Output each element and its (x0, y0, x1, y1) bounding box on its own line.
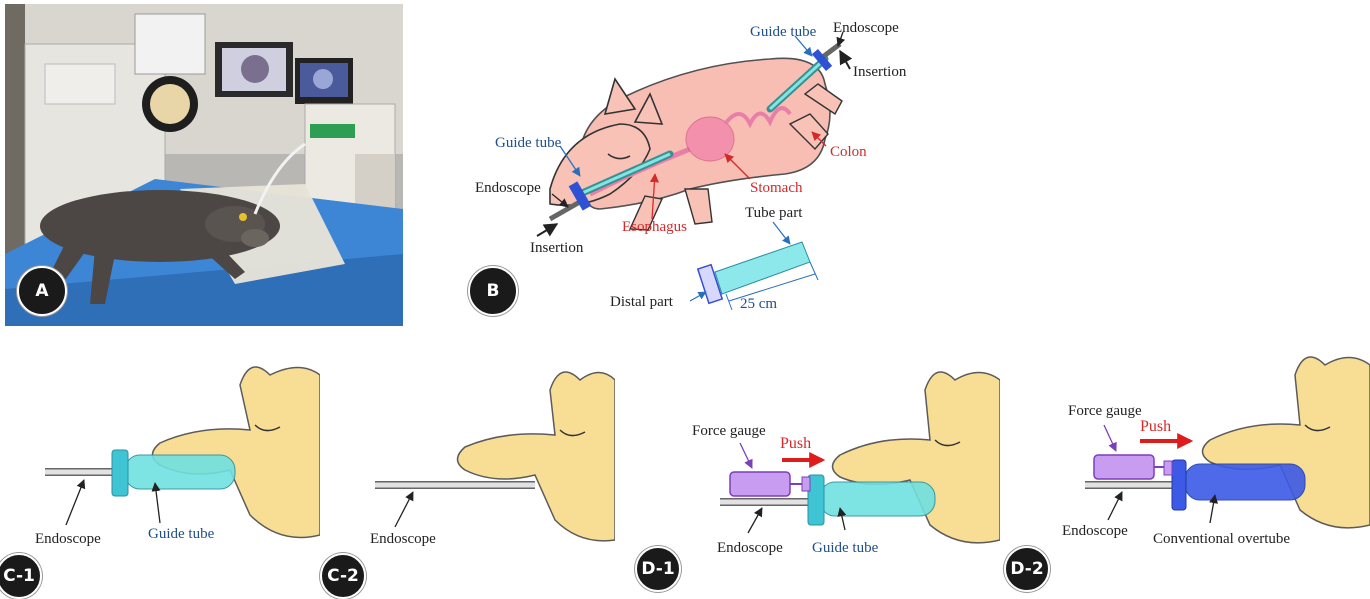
c1-label-guide-tube: Guide tube (148, 526, 215, 542)
label-endoscope-left: Endoscope (475, 180, 541, 196)
panel-a-photo (5, 4, 403, 326)
c1-label-endoscope: Endoscope (35, 531, 101, 547)
d1-label-endoscope: Endoscope (717, 540, 783, 556)
panel-c1: Endoscope Guide tube (0, 355, 320, 593)
label-guide-tube-top: Guide tube (750, 24, 817, 40)
label-stomach: Stomach (750, 180, 803, 196)
panel-d2-badge: D-2 (1004, 546, 1050, 592)
panel-c2: Endoscope (325, 355, 615, 593)
pig-gi-tract-illustration: Guide tube Endoscope Insertion Colon Sto… (440, 4, 960, 326)
d2-label-push: Push (1140, 418, 1171, 435)
panel-d1: Force gauge Push Endoscope Guide tube (640, 355, 1000, 593)
label-endoscope-top: Endoscope (833, 20, 899, 36)
operating-room-photo (5, 4, 403, 326)
panel-b-diagram: Guide tube Endoscope Insertion Colon Sto… (440, 4, 960, 326)
label-insertion-top: Insertion (853, 64, 907, 80)
panel-b-badge: B (468, 266, 518, 316)
d2-illustration: Force gauge Push Endoscope Conventional … (1000, 345, 1370, 593)
label-esophagus: Esophagus (622, 219, 687, 235)
panel-d2: Force gauge Push Endoscope Conventional … (1000, 345, 1370, 593)
d2-label-endoscope: Endoscope (1062, 523, 1128, 539)
c2-illustration: Endoscope (325, 355, 615, 593)
label-distal-part: Distal part (610, 294, 674, 310)
d2-label-force-gauge: Force gauge (1068, 403, 1142, 419)
c1-illustration: Endoscope Guide tube (0, 355, 320, 593)
c2-label-endoscope: Endoscope (370, 531, 436, 547)
d1-illustration: Force gauge Push Endoscope Guide tube (640, 355, 1000, 593)
label-tube-part: Tube part (745, 205, 803, 221)
label-colon: Colon (830, 144, 867, 160)
panel-c2-badge: C-2 (320, 553, 366, 599)
d1-label-guide-tube: Guide tube (812, 540, 879, 556)
d2-label-overtube: Conventional overtube (1153, 531, 1290, 547)
label-length: 25 cm (740, 296, 777, 312)
label-insertion-left: Insertion (530, 240, 584, 256)
panel-d1-badge: D-1 (635, 546, 681, 592)
d1-label-force-gauge: Force gauge (692, 423, 766, 439)
panel-a-badge: A (17, 266, 67, 316)
d1-label-push: Push (780, 435, 811, 452)
label-guide-tube-left: Guide tube (495, 135, 562, 151)
